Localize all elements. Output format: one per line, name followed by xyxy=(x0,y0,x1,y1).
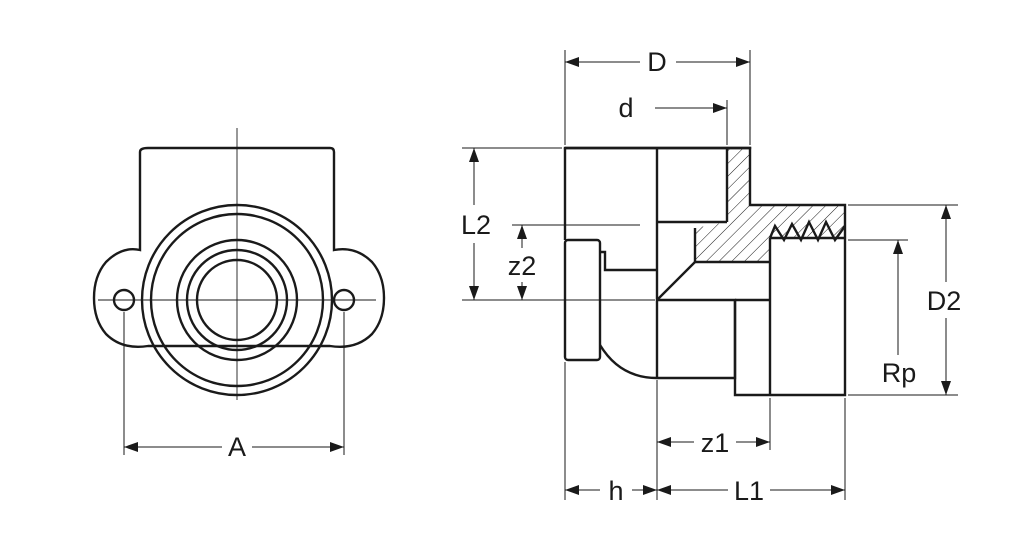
mounting-bracket-outline xyxy=(92,146,386,348)
dimension-l1: L1 xyxy=(657,398,846,506)
dimension-small-d: d xyxy=(618,93,728,145)
label-l2: L2 xyxy=(461,210,491,240)
label-rp: Rp xyxy=(882,358,917,388)
dimension-l2: L2 xyxy=(461,147,655,301)
label-z1: z1 xyxy=(701,428,730,458)
dimension-z2: z2 xyxy=(508,224,640,300)
label-d-outer: D xyxy=(647,47,667,77)
side-view xyxy=(563,146,847,397)
dimension-d2: D2 xyxy=(848,204,962,396)
dimension-h: h xyxy=(564,362,657,506)
dimension-z1: z1 xyxy=(656,380,771,500)
label-a: A xyxy=(228,432,246,462)
label-h: h xyxy=(608,476,623,506)
dimension-d: D xyxy=(564,47,751,145)
label-d-inner: d xyxy=(618,93,633,123)
label-d2: D2 xyxy=(927,286,962,316)
front-view xyxy=(92,128,386,400)
label-z2: z2 xyxy=(508,251,537,281)
dimension-rp: Rp xyxy=(848,239,917,388)
label-l1: L1 xyxy=(734,476,764,506)
dimension-a: A xyxy=(123,312,345,462)
